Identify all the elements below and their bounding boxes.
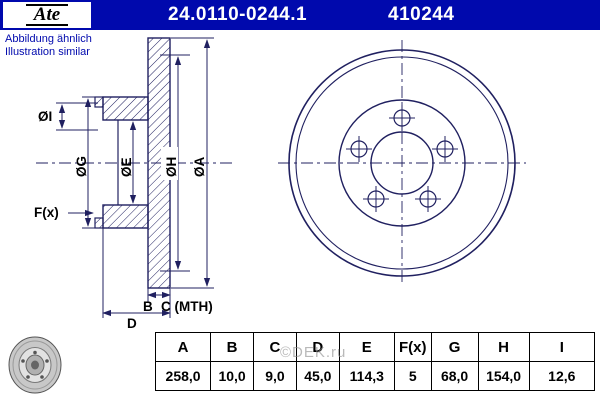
table-header-cell: I bbox=[528, 332, 596, 362]
similar-illustration-note: Abbildung ähnlich Illustration similar bbox=[5, 33, 92, 59]
bolt-hole bbox=[346, 136, 372, 162]
dim-label-dia-a: ØA bbox=[192, 156, 207, 177]
cross-section-view: ØA ØH ØE ØG ØI F(x) bbox=[34, 37, 232, 331]
part-number: 24.0110-0244.1 bbox=[168, 4, 308, 25]
dim-label-c: C (MTH) bbox=[161, 299, 213, 314]
table-header-cell: G bbox=[430, 332, 479, 362]
dim-label-b: B bbox=[143, 299, 153, 314]
product-photo-thumbnail bbox=[8, 336, 62, 394]
table-value-cell: 114,3 bbox=[338, 361, 395, 391]
table-value-cell: 5 bbox=[393, 361, 432, 391]
dimensions-table: A B C D E F(x) G H I 258,0 10,0 9,0 45,0… bbox=[154, 332, 596, 391]
bolt-hole bbox=[432, 136, 458, 162]
reference-number: 410244 bbox=[388, 4, 455, 25]
dim-label-dia-h: ØH bbox=[164, 157, 179, 177]
table-value-cell: 45,0 bbox=[295, 361, 340, 391]
note-line-de: Abbildung ähnlich bbox=[5, 33, 92, 45]
table-header-cell: F(x) bbox=[393, 332, 432, 362]
dim-label-f: F(x) bbox=[34, 205, 59, 220]
table-header-cell: A bbox=[154, 332, 212, 362]
table-header-cell: E bbox=[338, 332, 395, 362]
table-value-cell: 68,0 bbox=[430, 361, 479, 391]
table-header-cell: H bbox=[477, 332, 530, 362]
table-value-cell: 154,0 bbox=[477, 361, 530, 391]
header-bar: Ate 24.0110-0244.1 410244 bbox=[0, 0, 600, 30]
table-value-cell: 258,0 bbox=[154, 361, 212, 391]
table-value-cell: 12,6 bbox=[528, 361, 596, 391]
front-view bbox=[278, 40, 526, 286]
table-header-cell: B bbox=[210, 332, 254, 362]
table-value-cell: 9,0 bbox=[253, 361, 297, 391]
bolt-hole bbox=[415, 186, 441, 212]
table-value-cell: 10,0 bbox=[210, 361, 254, 391]
dim-label-dia-i: ØI bbox=[38, 109, 52, 124]
technical-drawing: ØA ØH ØE ØG ØI F(x) bbox=[34, 37, 526, 331]
table-header-row: A B C D E F(x) G H I bbox=[154, 332, 596, 362]
dim-label-d: D bbox=[127, 316, 137, 331]
ate-logo-text: Ate bbox=[25, 4, 69, 26]
note-line-en: Illustration similar bbox=[5, 46, 90, 58]
watermark: ©DEK.ru bbox=[280, 344, 347, 361]
dim-label-dia-g: ØG bbox=[74, 156, 89, 177]
dimensions-table-wrap: A B C D E F(x) G H I 258,0 10,0 9,0 45,0… bbox=[154, 332, 596, 391]
bolt-hole bbox=[389, 105, 415, 131]
bolt-hole bbox=[363, 186, 389, 212]
dim-label-dia-e: ØE bbox=[119, 157, 134, 177]
ate-logo: Ate bbox=[3, 2, 91, 28]
table-value-row: 258,0 10,0 9,0 45,0 114,3 5 68,0 154,0 1… bbox=[154, 361, 596, 391]
